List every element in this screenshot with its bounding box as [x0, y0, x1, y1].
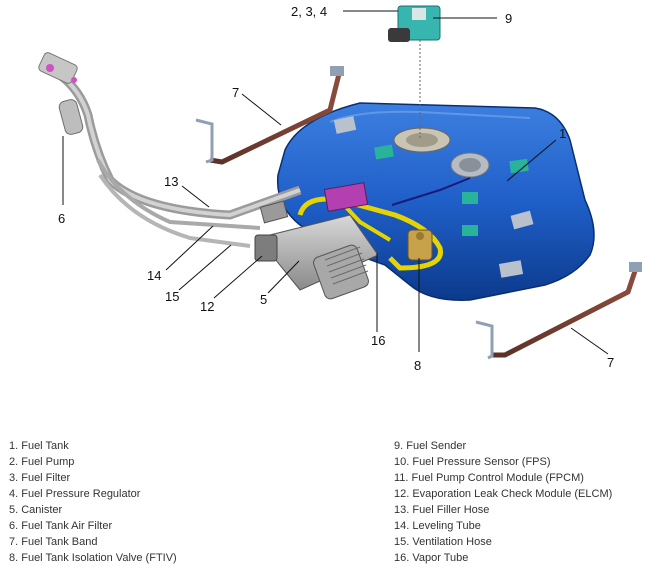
legend-left-column: 1. Fuel Tank 2. Fuel Pump 3. Fuel Filter…: [9, 438, 177, 566]
fuel-tank-band-upper: [195, 66, 344, 165]
legend-item: 15. Ventilation Hose: [394, 536, 492, 548]
legend-item: 2. Fuel Pump: [9, 456, 75, 468]
legend-item: 8. Fuel Tank Isolation Valve (FTIV): [9, 552, 177, 564]
callout-1: 1: [559, 126, 566, 141]
callout-7-lower: 7: [607, 355, 614, 370]
legend-item: 9. Fuel Sender: [394, 440, 467, 452]
fuel-tank-air-filter: [58, 99, 84, 135]
fuel-sender: [388, 5, 441, 140]
callout-6: 6: [58, 211, 65, 226]
callout-12: 12: [200, 299, 214, 314]
callout-14: 14: [147, 268, 161, 283]
fuel-tank-band-lower: [475, 262, 642, 360]
evaporation-leak-check-module: [254, 234, 278, 262]
legend-item: 1. Fuel Tank: [9, 440, 69, 452]
legend-right-column: 9. Fuel Sender 10. Fuel Pressure Sensor …: [394, 438, 612, 566]
legend-item: 12. Evaporation Leak Check Module (ELCM): [394, 488, 613, 500]
legend-item: 4. Fuel Pressure Regulator: [9, 488, 141, 500]
callout-2-3-4: 2, 3, 4: [291, 4, 327, 19]
callout-15: 15: [165, 289, 179, 304]
callout-7-upper: 7: [232, 85, 239, 100]
callout-13: 13: [164, 174, 178, 189]
legend-item: 6. Fuel Tank Air Filter: [9, 520, 113, 532]
legend-item: 10. Fuel Pressure Sensor (FPS): [394, 456, 551, 468]
fuel-pump-control-module: [323, 182, 369, 212]
fuel-tank-isolation-valve: [407, 229, 433, 261]
leader-lines: [62, 10, 609, 355]
canister: [257, 200, 379, 300]
legend-item: 13. Fuel Filler Hose: [394, 504, 490, 516]
legend-item: 3. Fuel Filter: [9, 472, 71, 484]
legend-item: 7. Fuel Tank Band: [9, 536, 98, 548]
leveling-tube: [96, 159, 261, 230]
legend-item: 5. Canister: [9, 504, 63, 516]
legend-item: 11. Fuel Pump Control Module (FPCM): [394, 472, 584, 484]
callout-8: 8: [414, 358, 421, 373]
legend-item: 16. Vapor Tube: [394, 552, 469, 564]
legend-item: 14. Leveling Tube: [394, 520, 481, 532]
callout-5: 5: [260, 292, 267, 307]
callout-9: 9: [505, 11, 512, 26]
fuel-system-diagram: 1 2, 3, 4 9 6 7 7 8 16 13 14 15 12 5: [38, 4, 642, 373]
ventilation-hose: [98, 173, 251, 248]
callout-16: 16: [371, 333, 385, 348]
